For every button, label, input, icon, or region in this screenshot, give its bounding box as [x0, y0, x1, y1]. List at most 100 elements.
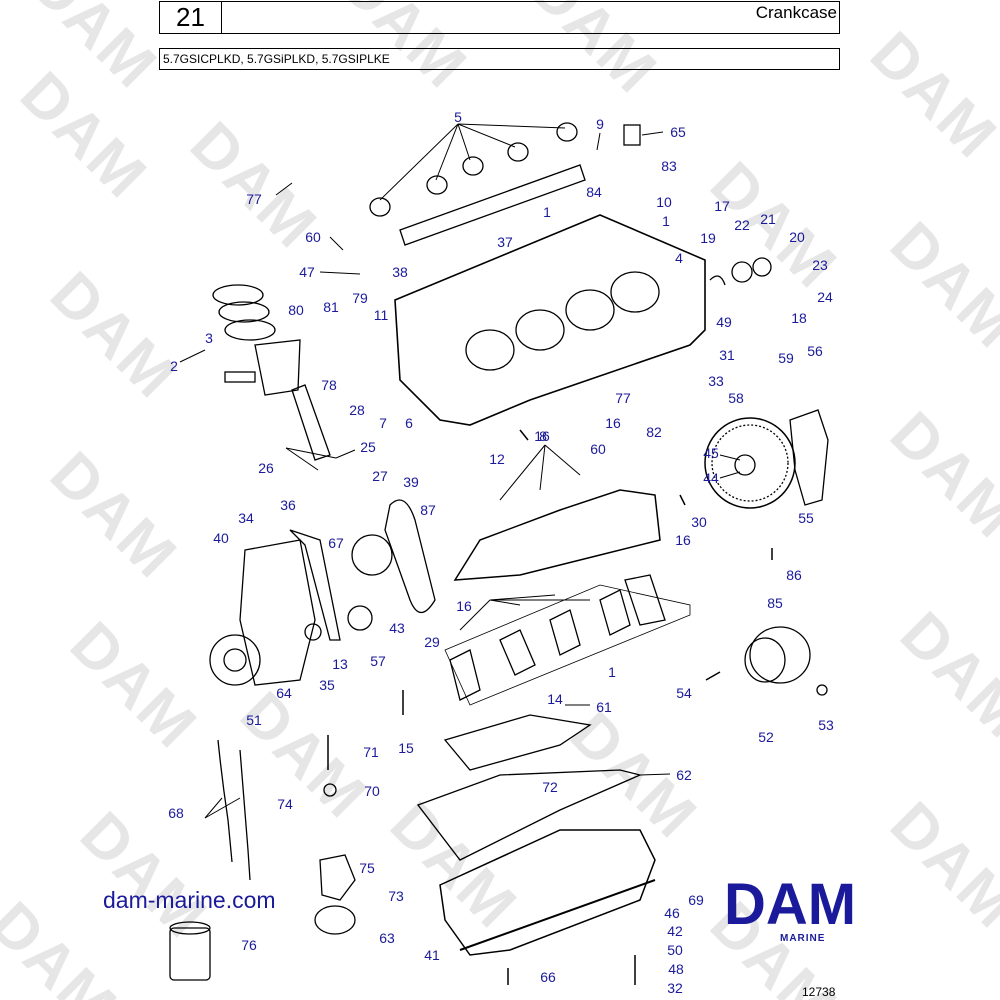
- callout-label: 71: [363, 744, 379, 760]
- oil-filter: [169, 927, 211, 981]
- callout-label: 1: [543, 204, 551, 220]
- callout-label: 67: [328, 535, 344, 551]
- callout-label: 79: [352, 290, 368, 306]
- callout-label: 18: [791, 310, 807, 326]
- callout-label: 70: [364, 783, 380, 799]
- callout-label: 5: [454, 109, 462, 125]
- callout-label: 22: [734, 217, 750, 233]
- callout-label: 11: [373, 307, 389, 323]
- callout-label: 44: [703, 470, 719, 486]
- callout-label: 86: [786, 567, 802, 583]
- header-box: 21 Crankcase: [159, 1, 840, 34]
- callout-label: 6: [405, 415, 413, 431]
- dipstick: [239, 749, 251, 881]
- callout-label: 31: [719, 347, 735, 363]
- callout-label: 2: [170, 358, 178, 374]
- callout-label: 30: [691, 514, 707, 530]
- callout-label: 12: [489, 451, 505, 467]
- callout-label: 27: [372, 468, 388, 484]
- callout-label: 9: [596, 116, 604, 132]
- callout-label: 64: [276, 685, 292, 701]
- callout-label: 75: [359, 860, 375, 876]
- callout-label: 46: [664, 905, 680, 921]
- oil-pump: [319, 854, 356, 901]
- callout-label: 49: [716, 314, 732, 330]
- callout-label: 36: [280, 497, 296, 513]
- callout-label: 60: [305, 229, 321, 245]
- callout-label: 10: [656, 194, 672, 210]
- callout-label: 76: [241, 937, 257, 953]
- fasteners: [327, 429, 773, 985]
- callout-label: 77: [615, 390, 631, 406]
- dam-logo: DAM: [724, 878, 856, 928]
- callout-label: 16: [605, 415, 621, 431]
- callout-label: 48: [668, 961, 684, 977]
- website-link[interactable]: dam-marine.com: [103, 887, 276, 913]
- callout-label: 85: [767, 595, 783, 611]
- callout-label: 7: [379, 415, 387, 431]
- callout-label: 84: [586, 184, 602, 200]
- callout-label: 87: [420, 502, 436, 518]
- callout-label: 43: [389, 620, 405, 636]
- callout-label: 37: [497, 234, 513, 250]
- figure-number: 12738: [802, 985, 836, 999]
- callout-label: 14: [547, 691, 563, 707]
- flywheel: [704, 417, 796, 509]
- dipstick-tube: [217, 739, 233, 863]
- callout-label: 83: [661, 158, 677, 174]
- oil-pan: [439, 829, 656, 956]
- callout-label: 59: [778, 350, 794, 366]
- callout-label: 20: [789, 229, 805, 245]
- callout-label: 41: [424, 947, 440, 963]
- callout-label: 54: [676, 685, 692, 701]
- callout-label: 25: [360, 439, 376, 455]
- windage-tray: [443, 714, 592, 771]
- callout-label: 19: [700, 230, 716, 246]
- callout-label: 21: [760, 211, 776, 227]
- callout-label: 16: [675, 532, 691, 548]
- callout-label: 62: [676, 767, 692, 783]
- callout-label: 28: [349, 402, 365, 418]
- callout-label: 1: [608, 664, 616, 680]
- crankshaft: [453, 489, 661, 581]
- callout-label: 72: [542, 779, 558, 795]
- callout-label: 82: [646, 424, 662, 440]
- callout-label: 38: [392, 264, 408, 280]
- callout-label: 39: [403, 474, 419, 490]
- callout-label: 52: [758, 729, 774, 745]
- cam-bearings: [369, 122, 578, 217]
- callout-label: 69: [688, 892, 704, 908]
- timing-chain: [384, 499, 436, 614]
- callout-label: 17: [714, 198, 730, 214]
- callout-label: 77: [246, 191, 262, 207]
- callout-label: 42: [667, 923, 683, 939]
- page-number: 21: [160, 2, 222, 33]
- callout-label: 56: [807, 343, 823, 359]
- callout-label: 34: [238, 510, 254, 526]
- callout-label: 35: [319, 677, 335, 693]
- callout-label: 61: [596, 699, 612, 715]
- callout-label: 80: [288, 302, 304, 318]
- seal: [304, 623, 322, 641]
- callout-label: 24: [817, 289, 833, 305]
- piston-assembly: [212, 284, 301, 396]
- connecting-rod: [291, 384, 331, 461]
- engine-block: [394, 214, 706, 426]
- coupler: [749, 626, 811, 684]
- cam-sprocket: [351, 534, 393, 576]
- callout-label: 78: [321, 377, 337, 393]
- timing-cover-gasket: [289, 529, 341, 641]
- flywheel-housing-plate: [789, 409, 829, 506]
- leader-lines: [179, 123, 741, 819]
- callout-label: 1: [662, 213, 670, 229]
- logo-wordmark: DAM: [724, 878, 856, 928]
- callout-label: 55: [798, 510, 814, 526]
- callout-label: 51: [246, 712, 262, 728]
- callout-label: 60: [590, 441, 606, 457]
- callout-label: 32: [667, 980, 683, 996]
- callout-label: 16: [456, 598, 472, 614]
- callout-label: 73: [388, 888, 404, 904]
- callout-label: 3: [205, 330, 213, 346]
